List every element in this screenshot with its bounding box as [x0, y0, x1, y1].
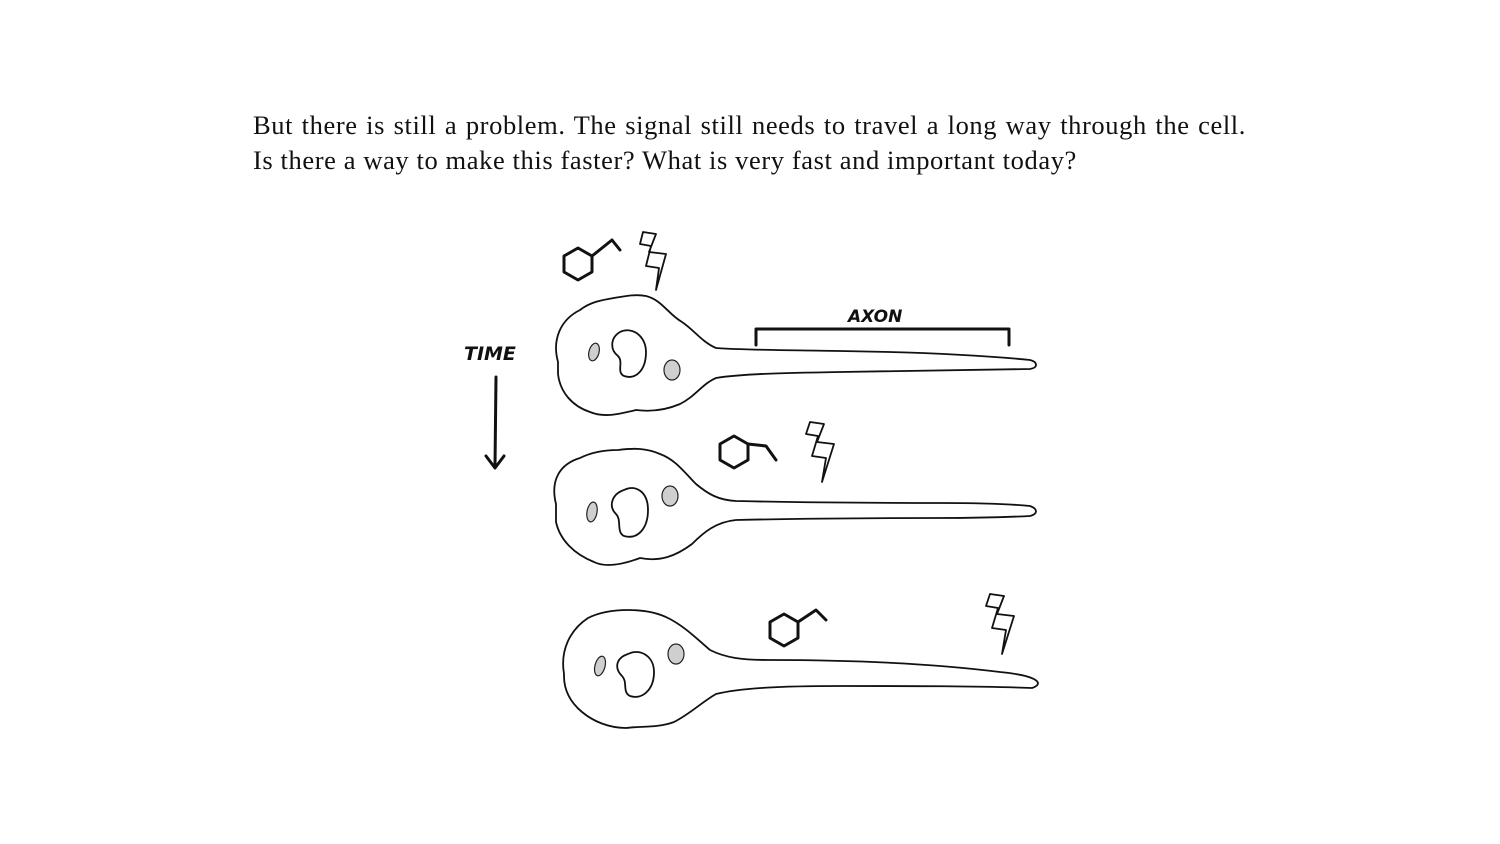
lightning-bolt-icon [805, 421, 835, 483]
neuron-2 [553, 447, 1037, 566]
molecule-icon [768, 608, 828, 648]
down-arrow-icon [484, 375, 506, 470]
lightning-bolt-icon [639, 231, 667, 291]
neuron-3 [562, 609, 1039, 729]
neuron-signal-illustration: TIME AXON [440, 222, 1060, 752]
neuron-1 [555, 294, 1037, 416]
body-paragraph: But there is still a problem. The signal… [253, 110, 1246, 175]
lightning-bolt-icon [985, 593, 1015, 655]
axon-bracket [754, 327, 1011, 347]
axon-label: AXON [846, 307, 902, 327]
molecule-icon [562, 238, 622, 282]
time-label: TIME [464, 343, 516, 365]
molecule-icon [718, 434, 778, 470]
